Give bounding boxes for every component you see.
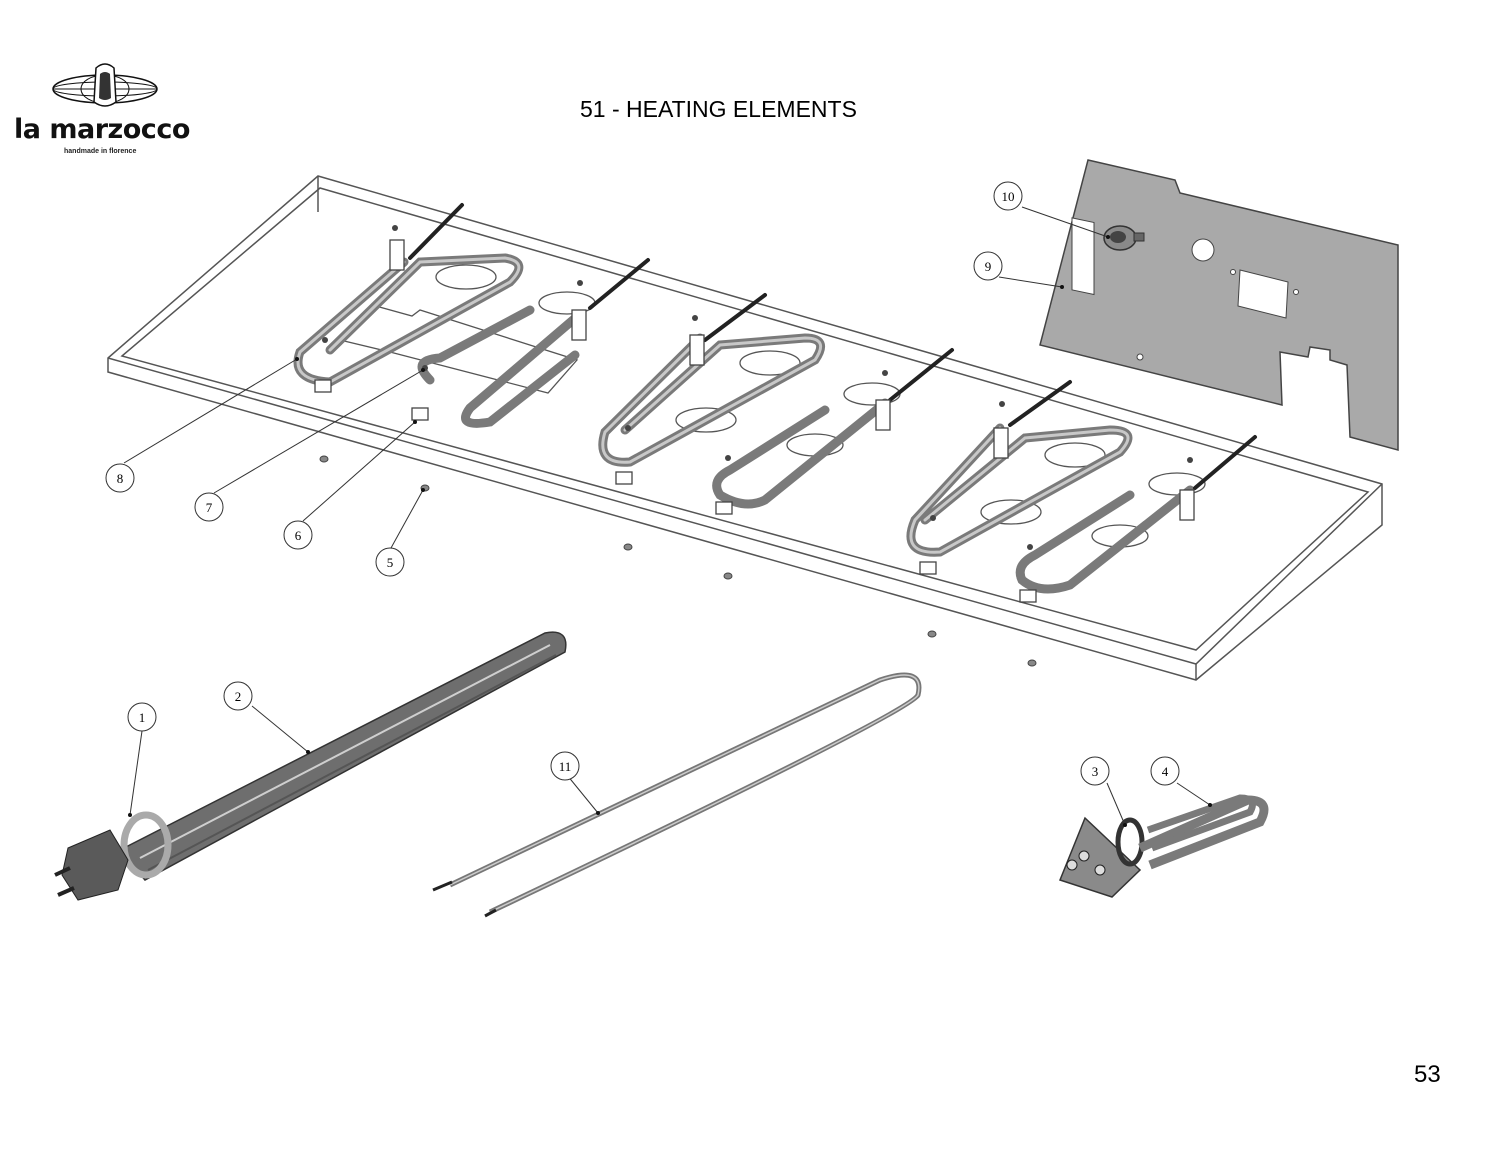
heating-element-coils-inner <box>296 256 1130 554</box>
brand-tagline: handmade in florence <box>64 148 137 155</box>
element-terminals <box>408 203 1257 490</box>
page-title: 51 - HEATING ELEMENTS <box>580 96 857 122</box>
callout-6: 6 <box>295 528 302 543</box>
globe-lion-icon <box>52 63 158 107</box>
thermal-fuse <box>1103 225 1145 251</box>
large-heating-element <box>54 631 567 901</box>
leader-lines <box>123 206 1211 826</box>
nuts <box>319 455 1037 667</box>
page-number: 53 <box>1414 1061 1441 1088</box>
callout-10: 10 <box>1002 189 1015 204</box>
callout-1: 1 <box>139 710 146 725</box>
callout-3: 3 <box>1092 764 1099 779</box>
callout-11: 11 <box>559 759 572 774</box>
callout-circles <box>105 181 1180 786</box>
callout-7: 7 <box>206 500 213 515</box>
leader-dots <box>128 235 1212 827</box>
callout-4: 4 <box>1162 764 1169 779</box>
small-heating-element <box>1059 794 1269 898</box>
callout-labels: 1 2 3 4 5 6 7 8 9 10 11 <box>117 189 1169 779</box>
brand-logo: la marzocco handmade in florence <box>10 62 210 162</box>
callout-8: 8 <box>117 471 124 486</box>
u-heating-element <box>432 672 922 918</box>
screws <box>322 225 1193 550</box>
callout-5: 5 <box>387 555 394 570</box>
brackets-screws <box>314 239 1195 603</box>
element-tray <box>107 175 1383 681</box>
callout-2: 2 <box>235 689 242 704</box>
callout-9: 9 <box>985 259 992 274</box>
brand-name: la marzocco <box>14 114 190 145</box>
